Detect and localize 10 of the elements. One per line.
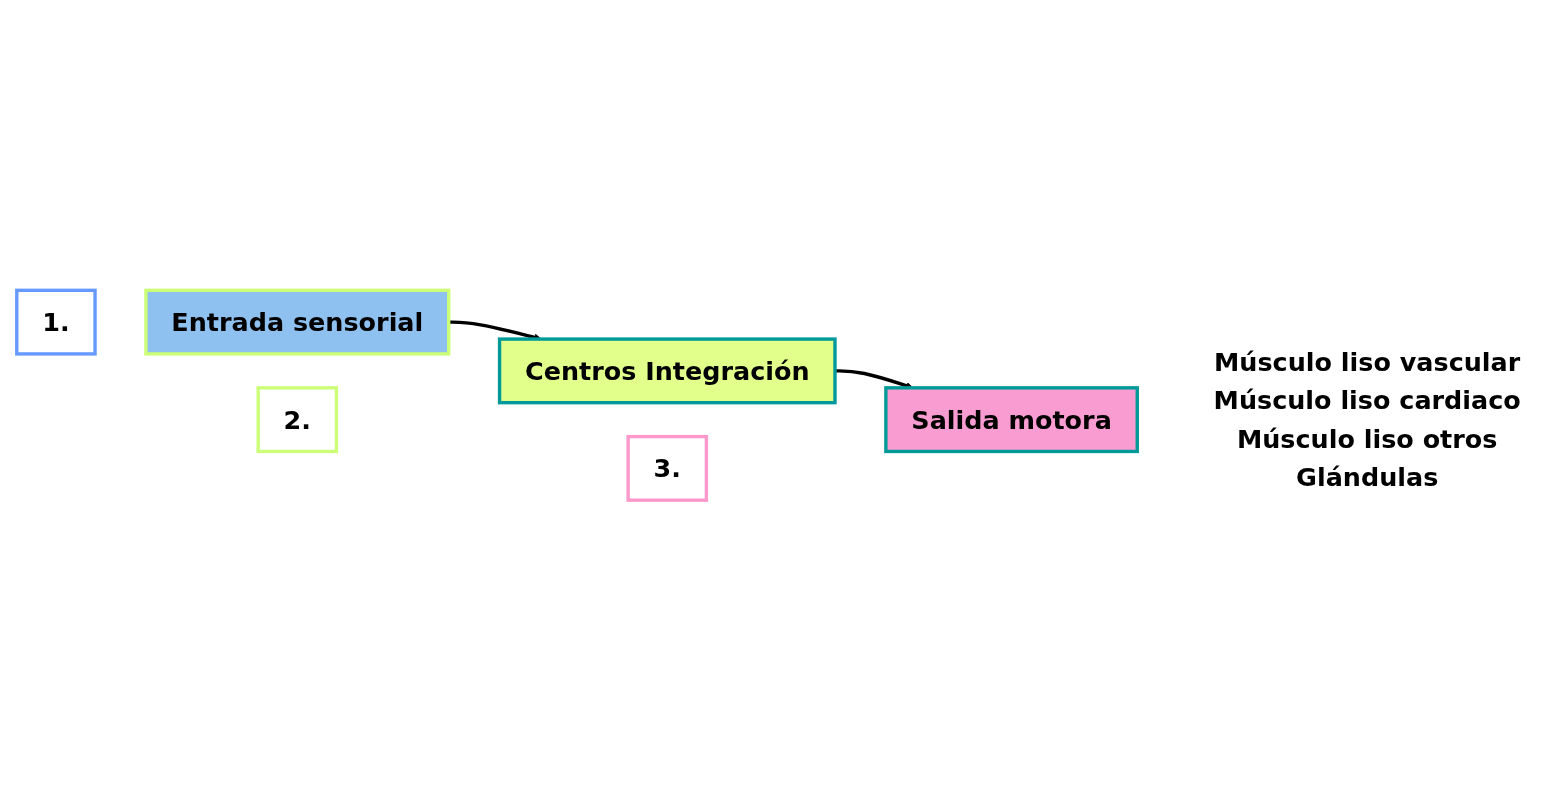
node-label: Glándulas xyxy=(1296,462,1439,492)
node-label: Músculo liso otros xyxy=(1236,423,1498,454)
node-label: Músculo liso cardiaco xyxy=(1213,385,1521,416)
node-box: Salida motora xyxy=(884,386,1139,454)
node-box: Centros Integración xyxy=(497,337,837,405)
node-box: 1. xyxy=(15,288,97,356)
node-box: 2. xyxy=(256,386,339,454)
node-label: Músculo liso vascular xyxy=(1214,347,1521,378)
node-box: Entrada sensorial xyxy=(144,288,451,356)
node-box: 3. xyxy=(626,434,709,502)
